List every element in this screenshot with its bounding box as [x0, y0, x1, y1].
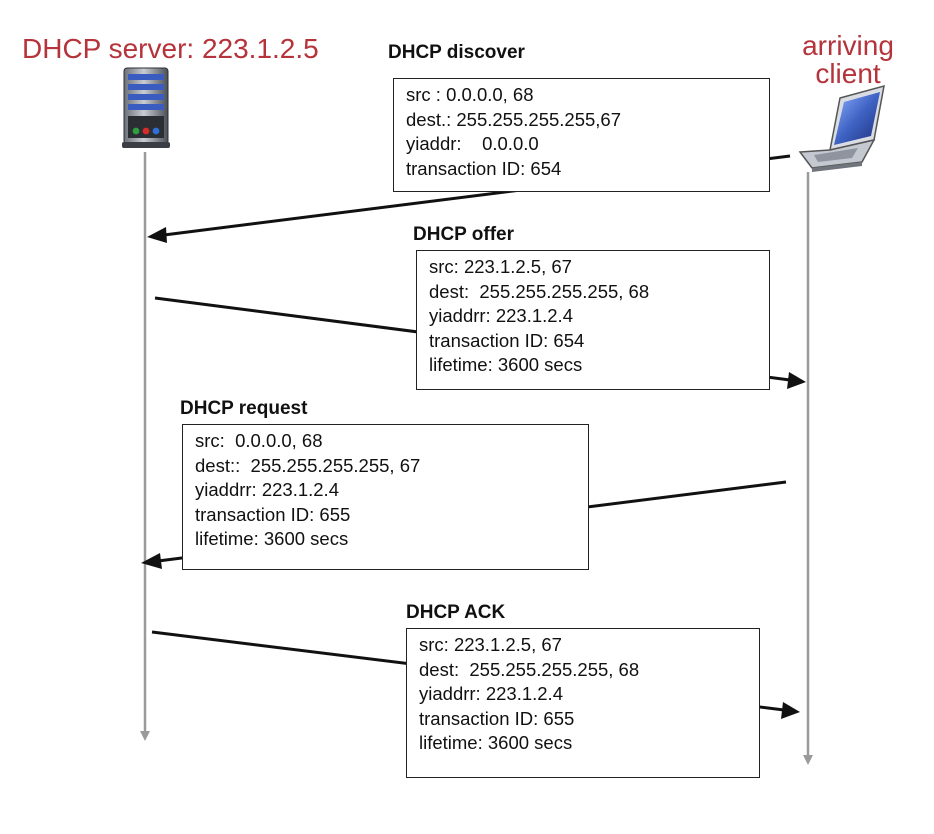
discover-field-src: src : 0.0.0.0, 68: [406, 84, 534, 105]
server-title: DHCP server: 223.1.2.5: [22, 33, 319, 64]
request-message-box: src: 0.0.0.0, 68 dest:: 255.255.255.255,…: [182, 424, 589, 570]
offer-title: DHCP offer: [413, 224, 514, 245]
request-field-yiaddrr: yiaddrr: 223.1.2.4: [195, 479, 339, 500]
offer-message-box: src: 223.1.2.5, 67 dest: 255.255.255.255…: [416, 250, 770, 390]
server-tower-icon: [122, 67, 170, 148]
offer-field-src: src: 223.1.2.5, 67: [429, 256, 572, 277]
request-field-transaction-id: transaction ID: 655: [195, 503, 351, 525]
ack-field-yiaddrr: yiaddrr: 223.1.2.4: [419, 683, 563, 704]
offer-field-lifetime: lifetime: 3600 secs: [429, 354, 583, 375]
offer-field-dest: dest: 255.255.255.255, 68: [429, 280, 650, 302]
request-title: DHCP request: [180, 398, 308, 419]
ack-field-src: src: 223.1.2.5, 67: [419, 634, 562, 655]
discover-field-transaction-id: transaction ID: 654: [406, 157, 562, 179]
laptop-icon: [798, 84, 885, 172]
discover-title: DHCP discover: [388, 42, 525, 63]
request-field-lifetime: lifetime: 3600 secs: [195, 528, 349, 549]
ack-field-transaction-id: transaction ID: 655: [419, 707, 575, 729]
discover-field-dest: dest.: 255.255.255.255,67: [406, 108, 621, 130]
client-title-line1: arriving: [802, 30, 894, 61]
request-field-src: src: 0.0.0.0, 68: [195, 430, 323, 451]
offer-field-transaction-id: transaction ID: 654: [429, 329, 585, 351]
ack-title: DHCP ACK: [406, 602, 506, 623]
client-title: arriving client: [783, 32, 913, 88]
ack-field-dest: dest: 255.255.255.255, 68: [419, 658, 640, 680]
discover-message-box: src : 0.0.0.0, 68 dest.: 255.255.255.255…: [393, 78, 770, 192]
request-field-dest: dest:: 255.255.255.255, 67: [195, 454, 421, 476]
client-title-line2: client: [815, 58, 881, 89]
ack-message-box: src: 223.1.2.5, 67 dest: 255.255.255.255…: [406, 628, 760, 778]
discover-field-yiaddr: yiaddr: 0.0.0.0: [406, 133, 539, 154]
ack-field-lifetime: lifetime: 3600 secs: [419, 732, 573, 753]
offer-field-yiaddrr: yiaddrr: 223.1.2.4: [429, 305, 573, 326]
